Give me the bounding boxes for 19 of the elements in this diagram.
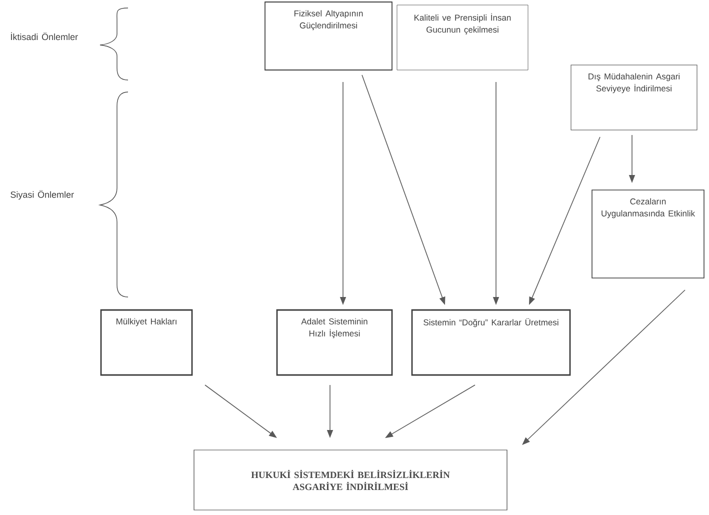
node-label: Mülkiyet Hakları bbox=[116, 318, 176, 326]
process-box bbox=[570, 64, 698, 130]
side-label: Siyasi Önlemler bbox=[10, 190, 74, 200]
node-label: Cezaların Uygulanmasında Etkinlik bbox=[602, 198, 696, 218]
process-box bbox=[396, 4, 528, 70]
node-label: HUKUKİ SİSTEMDEKİ BELİRSİZLİKLERİN ASGARİYE İNDİRİLMESİ bbox=[251, 470, 450, 490]
node-label: Dış Müdahalenin Asgari Seviyeye İndirilmesi bbox=[588, 73, 680, 94]
process-box bbox=[276, 309, 393, 376]
arrow bbox=[522, 290, 686, 445]
process-box bbox=[592, 190, 704, 278]
node-label: Adalet Sisteminin Hızlı İşlemesi bbox=[301, 318, 368, 338]
process-box bbox=[100, 309, 193, 376]
node-label: Kaliteli ve Prensipli İnsan Gucunun çekilmesi bbox=[414, 13, 511, 34]
process-box bbox=[411, 309, 571, 376]
node-label: Fiziksel Altyapının Güçlendirilmesi bbox=[294, 10, 363, 30]
process-box bbox=[264, 2, 392, 70]
node-label: Sistemin “Doğru” Kararlar Üretmesi bbox=[424, 318, 558, 328]
title-box bbox=[194, 450, 508, 510]
side-label: İktisadi Önlemler bbox=[11, 32, 78, 40]
